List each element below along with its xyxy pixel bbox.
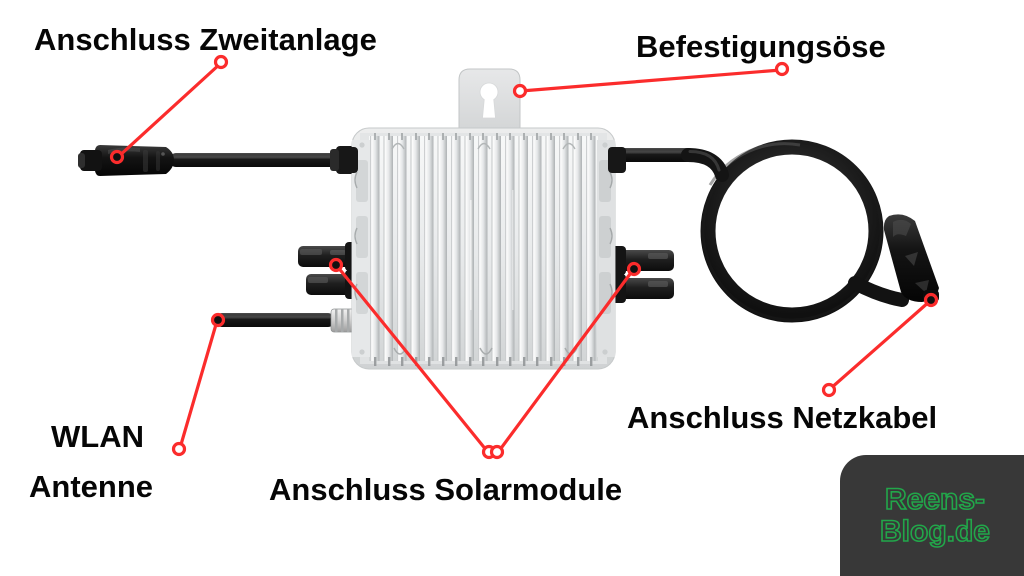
corner-bosses — [359, 142, 608, 355]
leader-target-dot — [512, 83, 528, 99]
label-anschluss-solarmodule: Anschluss Solarmodule — [269, 472, 622, 507]
leader-befestigungsoese — [512, 61, 790, 99]
label-befestigungsoese: Befestigungsöse — [636, 29, 886, 64]
device-illustration — [78, 68, 939, 370]
inverter-body — [351, 127, 616, 370]
mains-plug — [883, 214, 939, 302]
watermark-line-2: Blog.de — [879, 514, 991, 548]
leader-lines — [109, 54, 939, 460]
mains-cable-loop — [615, 139, 939, 323]
heatsink-fins — [370, 136, 596, 361]
leader-wlan-antenne — [171, 312, 226, 457]
cable-glands — [340, 147, 626, 173]
annotation-labels: Anschluss Zweitanlage Befestigungsöse An… — [29, 22, 937, 507]
fin-tips-top — [374, 133, 592, 140]
leader-anschluss-zweitanlage — [109, 54, 229, 165]
mounting-bracket — [458, 68, 521, 133]
leader-label-dot — [774, 61, 790, 77]
leader-label-dot — [171, 441, 187, 457]
leader-target-dot — [210, 312, 226, 328]
leader-target-dot — [328, 257, 344, 273]
label-wlan-line-1: WLAN — [51, 419, 144, 454]
leader-target-dot — [626, 261, 642, 277]
leader-target-dot — [109, 149, 125, 165]
wlan-antenna — [216, 305, 364, 336]
fin-arches-top — [391, 142, 576, 150]
leader-target-dot — [923, 292, 939, 308]
keyhole-slot — [479, 82, 499, 119]
leader-label-dot — [489, 444, 505, 460]
leader-label-dot — [213, 54, 229, 70]
leader-anschluss-netzkabel — [821, 292, 939, 398]
label-anschluss-zweitanlage: Anschluss Zweitanlage — [34, 22, 377, 57]
watermark-line-1: Reens- — [884, 483, 986, 516]
leader-anschluss-solarmodule-right — [489, 261, 642, 460]
right-solar-connectors — [610, 246, 674, 303]
label-wlan-line-2: Antenne — [29, 469, 153, 504]
leader-label-dot — [821, 382, 837, 398]
watermark-badge: Reens- Blog.de — [840, 455, 1024, 576]
label-anschluss-netzkabel: Anschluss Netzkabel — [627, 400, 937, 435]
right-solar-connector-1 — [610, 246, 674, 275]
